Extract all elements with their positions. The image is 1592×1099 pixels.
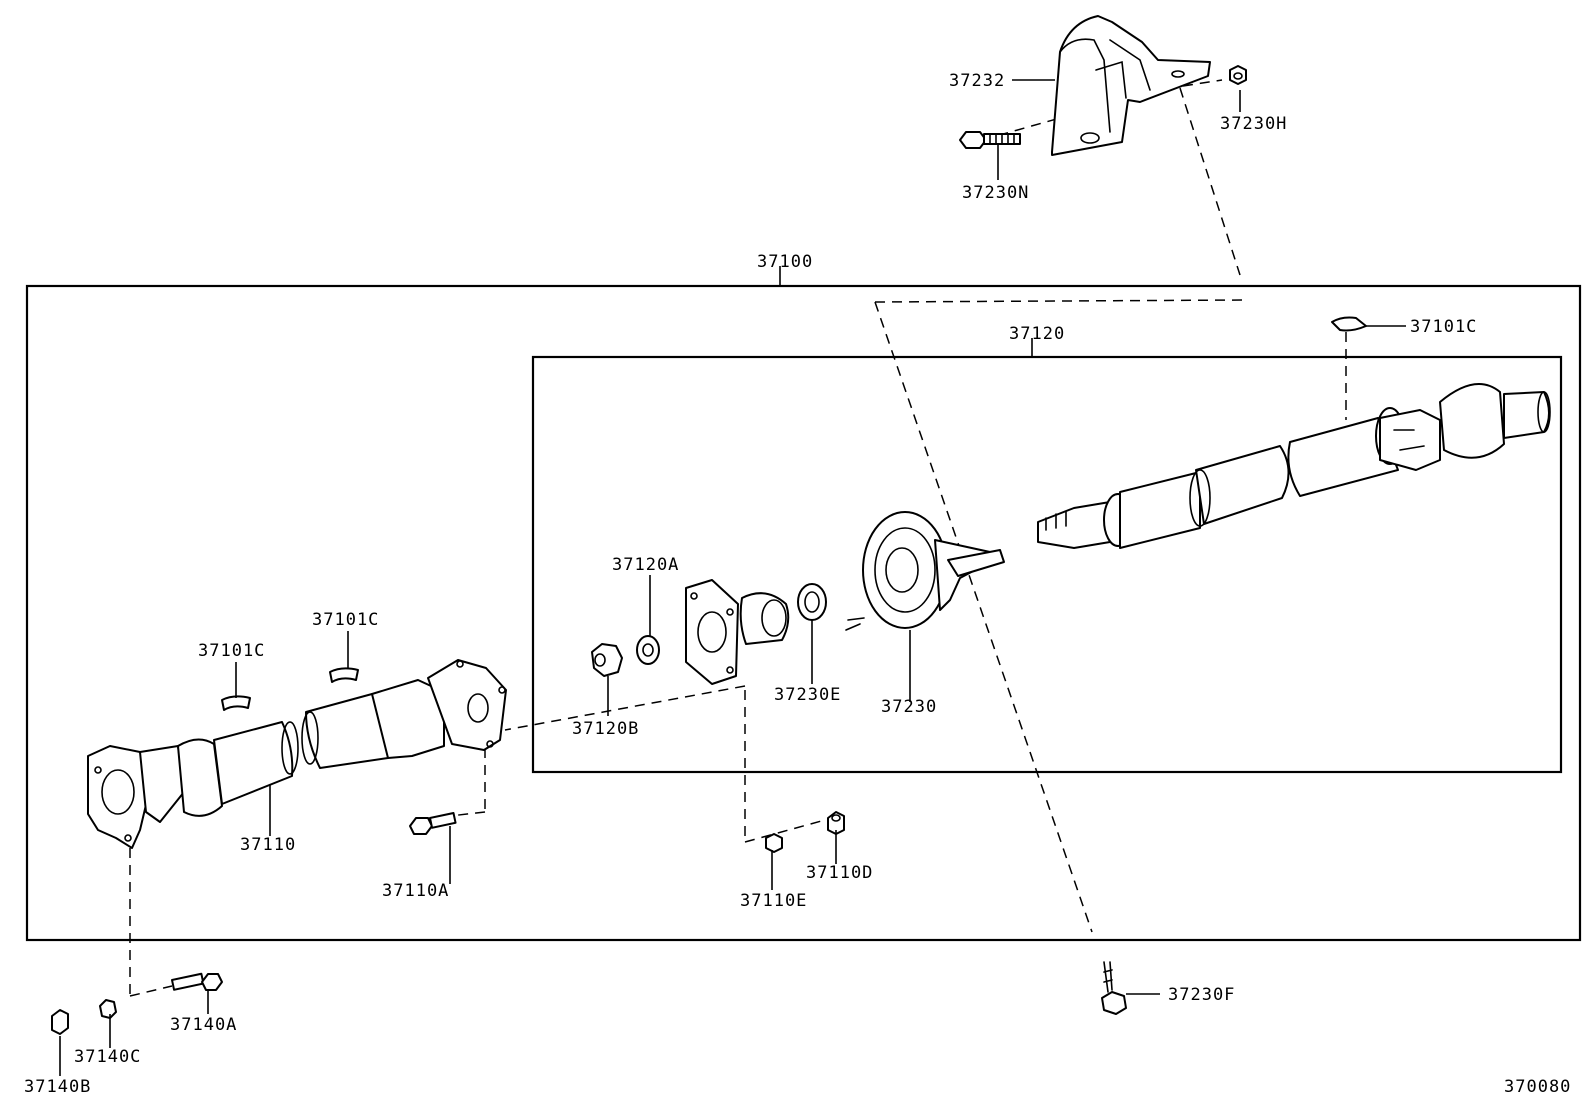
label-37230E: 37230E (774, 685, 841, 705)
balance-weight-37101C-top (1331, 316, 1367, 332)
label-37230N: 37230N (962, 183, 1029, 203)
nut-37140C (99, 999, 117, 1019)
bolt-37230N (959, 131, 1021, 149)
part-labels: 37232 37230H 37230N 37100 37120 37101C 3… (24, 71, 1571, 1097)
label-37101C-top: 37101C (1410, 317, 1477, 337)
label-37140B: 37140B (24, 1077, 91, 1097)
leader-lines (59, 79, 1406, 1076)
nut-37140B (51, 1009, 69, 1035)
label-37100: 37100 (757, 252, 813, 272)
label-37110A: 37110A (382, 881, 449, 901)
nut-37230H (1229, 65, 1247, 85)
label-37140C: 37140C (74, 1047, 141, 1067)
label-37101C-mid: 37101C (312, 610, 379, 630)
label-37110E: 37110E (740, 891, 807, 911)
label-37230H: 37230H (1220, 114, 1287, 134)
balance-weight-37101C-mid (329, 667, 359, 683)
balance-weight-37101C-left (221, 695, 251, 711)
dashed-guide-lines (129, 79, 1347, 997)
rear-propeller-shaft (1037, 383, 1551, 549)
center-bearing-37230 (845, 511, 1005, 631)
front-propeller-shaft (87, 659, 507, 849)
nut-37120B (591, 643, 623, 677)
bracket-37232 (1051, 15, 1211, 156)
nut-37110E (765, 833, 783, 853)
nut-37110D (827, 811, 845, 835)
label-37110D: 37110D (806, 863, 873, 883)
bolt-37110A (409, 812, 457, 835)
label-37232: 37232 (949, 71, 1005, 91)
assembly-frame-37120 (531, 338, 1563, 774)
flange-assembly (685, 579, 790, 685)
label-37120: 37120 (1009, 324, 1065, 344)
diagram-reference-number: 370080 (1504, 1077, 1571, 1097)
washer-37120A (636, 635, 660, 665)
washer-37230E (797, 583, 827, 621)
label-37120A: 37120A (612, 555, 679, 575)
label-37120B: 37120B (572, 719, 639, 739)
label-37101C-left: 37101C (198, 641, 265, 661)
assembly-frame-37100 (25, 266, 1582, 942)
label-37230: 37230 (881, 697, 937, 717)
label-37230F: 37230F (1168, 985, 1235, 1005)
label-37110: 37110 (240, 835, 296, 855)
bolt-37140A (171, 972, 223, 991)
bolt-37230F (1101, 961, 1127, 1015)
label-37140A: 37140A (170, 1015, 237, 1035)
